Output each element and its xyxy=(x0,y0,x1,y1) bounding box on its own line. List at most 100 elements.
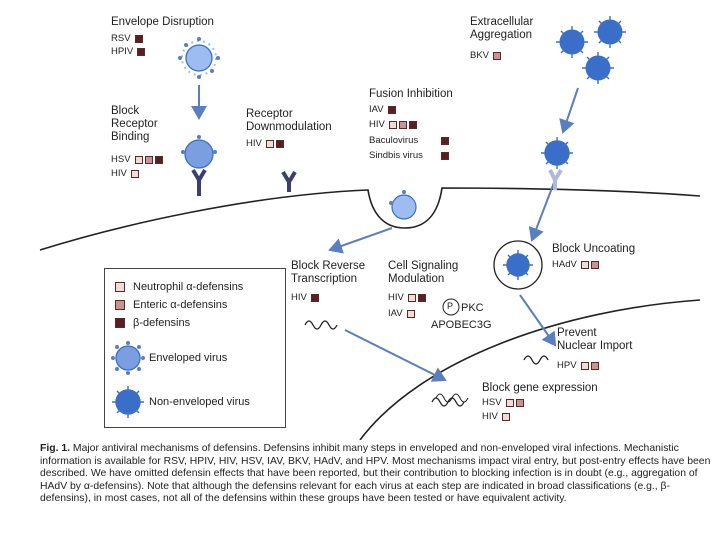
block-reverse-transcription-hiv: HIV xyxy=(291,292,319,303)
block-receptor-binding-hiv: HIV xyxy=(111,168,139,179)
beta-defensin-mark xyxy=(441,151,449,160)
fusion-inhibition-title: Fusion Inhibition xyxy=(369,88,453,100)
endosome xyxy=(493,240,543,290)
fusion-inhibition-sindbis: Sindbis virus xyxy=(369,150,449,161)
legend-virus-icons xyxy=(111,341,145,418)
title-line: Receptor xyxy=(246,108,293,120)
extracellular-aggregation-bkv: BKV xyxy=(470,50,502,61)
neutrophil-defensin-mark xyxy=(406,309,415,318)
title-line: Block xyxy=(111,105,140,117)
fusion-inhibition-hiv: HIV xyxy=(369,119,417,130)
block-uncoating-title: Block Uncoating xyxy=(552,243,636,255)
legend-item-non-enveloped: Non-enveloped virus xyxy=(149,396,250,408)
neutrophil-defensin-mark xyxy=(407,293,416,302)
envelope-disruption-rsv: RSV xyxy=(111,33,143,44)
enveloped-virus-binding xyxy=(181,135,217,169)
dna-squiggle-nuclear xyxy=(523,355,549,365)
defensin-mechanism-diagram xyxy=(39,16,701,440)
enveloped-virus-fusion xyxy=(389,190,417,220)
enteric-defensin-mark xyxy=(590,260,599,269)
neutrophil-defensin-mark xyxy=(580,260,589,269)
title-line: Block Reverse xyxy=(291,260,366,272)
block-gene-expression-hsv: HSV xyxy=(482,397,524,408)
virus-name: Baculovirus xyxy=(369,135,419,146)
virus-name: HIV xyxy=(482,411,498,422)
beta-swatch xyxy=(115,318,125,328)
neutrophil-defensin-mark xyxy=(388,120,397,129)
enteric-defensin-mark xyxy=(493,51,502,60)
figure-caption: Fig. 1. Major antiviral mechanisms of de… xyxy=(40,443,715,506)
enteric-defensin-mark xyxy=(398,120,407,129)
neutrophil-defensin-mark xyxy=(130,169,139,178)
receptor-binding xyxy=(191,168,207,196)
title-line: Extracellular xyxy=(470,16,534,28)
beta-defensin-mark xyxy=(154,155,163,164)
block-uncoating-hadv: HAdV xyxy=(552,259,599,270)
envelope-disruption-title: Envelope Disruption xyxy=(111,16,214,28)
block-gene-expression-title: Block gene expression xyxy=(482,382,598,394)
apobec3g-label: APOBEC3G xyxy=(431,319,492,331)
legend: Neutrophil α-defensins Enteric α-defensi… xyxy=(104,268,286,428)
enveloped-virus-disruption xyxy=(178,37,220,79)
phosphate-circle xyxy=(442,298,460,316)
legend-item-neutrophil: Neutrophil α-defensins xyxy=(115,281,243,293)
virus-name: RSV xyxy=(111,33,131,44)
nuclear-membrane xyxy=(359,299,701,440)
cell-signaling-modulation-iav: IAV xyxy=(388,308,415,319)
virus-name: HPV xyxy=(557,360,577,371)
arrow-uncoating-to-nuclear xyxy=(519,294,557,347)
title-line: Binding xyxy=(111,131,150,143)
beta-defensin-mark xyxy=(134,34,143,43)
beta-defensin-mark xyxy=(310,293,319,302)
fusion-inhibition-iav: IAV xyxy=(369,104,396,115)
legend-label: Enteric α-defensins xyxy=(133,299,228,311)
title-line: Transcription xyxy=(291,273,358,285)
neutrophil-defensin-mark xyxy=(580,361,589,370)
pkc-label: PKC xyxy=(461,302,484,314)
arrow-fusion-to-rt xyxy=(328,227,393,254)
enteric-defensin-mark xyxy=(144,155,153,164)
receptor-downmodulation xyxy=(281,170,297,192)
beta-defensin-mark xyxy=(387,105,396,114)
beta-defensin-mark xyxy=(275,139,284,148)
non-enveloped-virus-endosome xyxy=(503,250,533,280)
figure-label: Fig. 1. xyxy=(40,443,71,454)
legend-item-enveloped: Enveloped virus xyxy=(149,352,227,364)
neutrophil-defensin-mark xyxy=(134,155,143,164)
legend-label: Non-enveloped virus xyxy=(149,396,250,408)
phosphate-label: P xyxy=(447,301,454,311)
neutrophil-swatch xyxy=(115,282,125,292)
block-receptor-binding-hsv: HSV xyxy=(111,154,163,165)
beta-defensin-mark xyxy=(408,120,417,129)
virus-name: HIV xyxy=(388,292,404,303)
legend-item-beta: β-defensins xyxy=(115,317,190,329)
neutrophil-defensin-mark xyxy=(501,412,510,421)
virus-name: HIV xyxy=(369,119,385,130)
arrow-receptor-to-uncoating xyxy=(528,179,556,242)
title-line: Aggregation xyxy=(470,29,533,41)
virus-name: BKV xyxy=(470,50,490,61)
legend-label: Enveloped virus xyxy=(149,352,228,364)
legend-item-enteric: Enteric α-defensins xyxy=(115,299,227,311)
virus-name: HPIV xyxy=(111,46,134,57)
neutrophil-defensin-mark xyxy=(505,398,514,407)
virus-name: HAdV xyxy=(552,259,577,270)
virus-name: HIV xyxy=(246,138,262,149)
non-enveloped-virus-icon xyxy=(112,386,144,418)
enteric-defensin-mark xyxy=(590,361,599,370)
arrow-rt-to-gene-expression xyxy=(344,329,447,382)
cell-signaling-modulation-hiv: HIV xyxy=(388,292,426,303)
beta-defensin-mark xyxy=(137,47,146,56)
receptor-non-enveloped xyxy=(548,168,563,190)
neutrophil-defensin-mark xyxy=(265,139,274,148)
cell-membrane xyxy=(39,187,701,251)
legend-label: β-defensins xyxy=(133,317,191,329)
enveloped-virus-icon xyxy=(111,341,145,375)
receptor-downmodulation-hiv: HIV xyxy=(246,138,284,149)
virus-name: IAV xyxy=(388,308,403,319)
